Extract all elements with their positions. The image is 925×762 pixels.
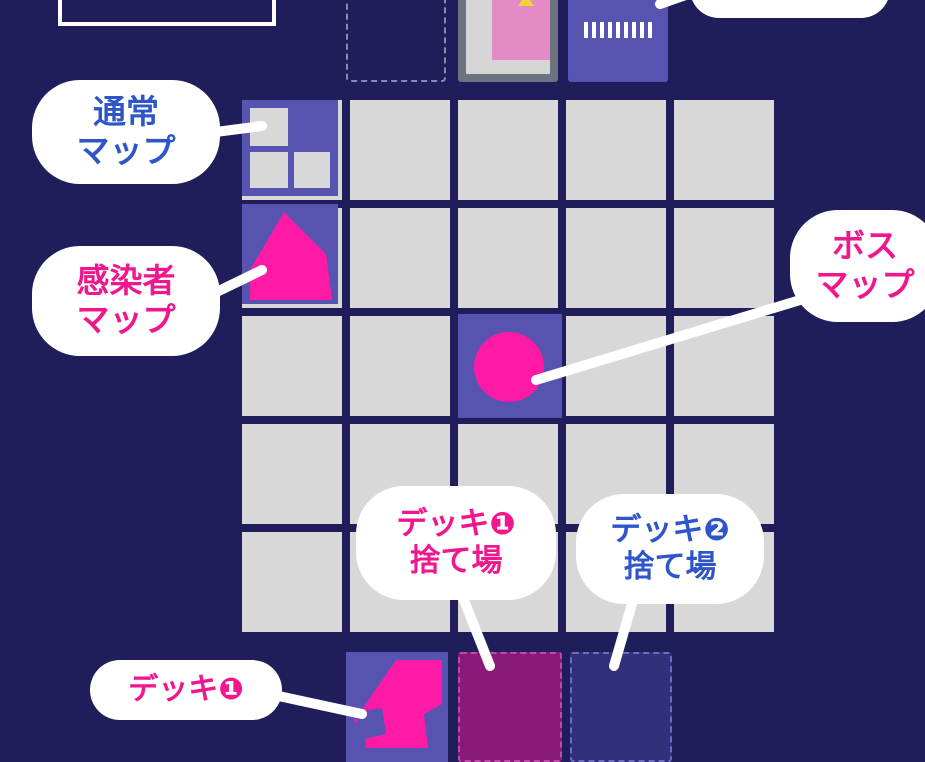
card-pile-triangle: [518, 0, 534, 6]
board-cell[interactable]: [242, 532, 342, 632]
board-cell[interactable]: [674, 100, 774, 200]
board-cell[interactable]: [242, 316, 342, 416]
board-cell[interactable]: [674, 208, 774, 308]
card-pile[interactable]: [458, 0, 558, 82]
deck1-label: デッキ❶: [90, 660, 282, 720]
circle-icon: [474, 332, 544, 402]
squares-icon: [250, 108, 330, 188]
barcode-icon: [584, 22, 652, 38]
boss-map-label: ボス マップ: [790, 210, 925, 322]
deck1-card[interactable]: [346, 652, 448, 762]
board-cell[interactable]: [350, 100, 450, 200]
board-cell[interactable]: [350, 316, 450, 416]
deck1-discard-label: デッキ❶ 捨て場: [356, 486, 556, 600]
board-cell[interactable]: [242, 424, 342, 524]
deck1-discard-slot[interactable]: [458, 652, 562, 762]
infected-map-cell[interactable]: [242, 204, 338, 304]
board-cell[interactable]: [566, 316, 666, 416]
top-right-label-bubble: [690, 0, 890, 18]
board-cell[interactable]: [350, 208, 450, 308]
normal-map-label: 通常 マップ: [32, 80, 220, 184]
infected-map-label: 感染者 マップ: [32, 246, 220, 356]
deck2-discard-slot[interactable]: [570, 652, 672, 762]
normal-map-cell[interactable]: [242, 100, 338, 196]
title-box: [58, 0, 276, 26]
pentagon-icon: [250, 212, 332, 300]
board-cell[interactable]: [674, 316, 774, 416]
boss-map-cell[interactable]: [458, 314, 562, 418]
empty-card-slot[interactable]: [346, 0, 446, 82]
board-cell[interactable]: [566, 100, 666, 200]
board-cell[interactable]: [566, 208, 666, 308]
stock-card[interactable]: [568, 0, 668, 82]
deck-card-icon: [354, 660, 442, 748]
card-pile-pink-layer: [492, 0, 550, 60]
board-cell[interactable]: [458, 100, 558, 200]
board-cell[interactable]: [458, 208, 558, 308]
deck2-discard-label: デッキ❷ 捨て場: [576, 494, 764, 604]
